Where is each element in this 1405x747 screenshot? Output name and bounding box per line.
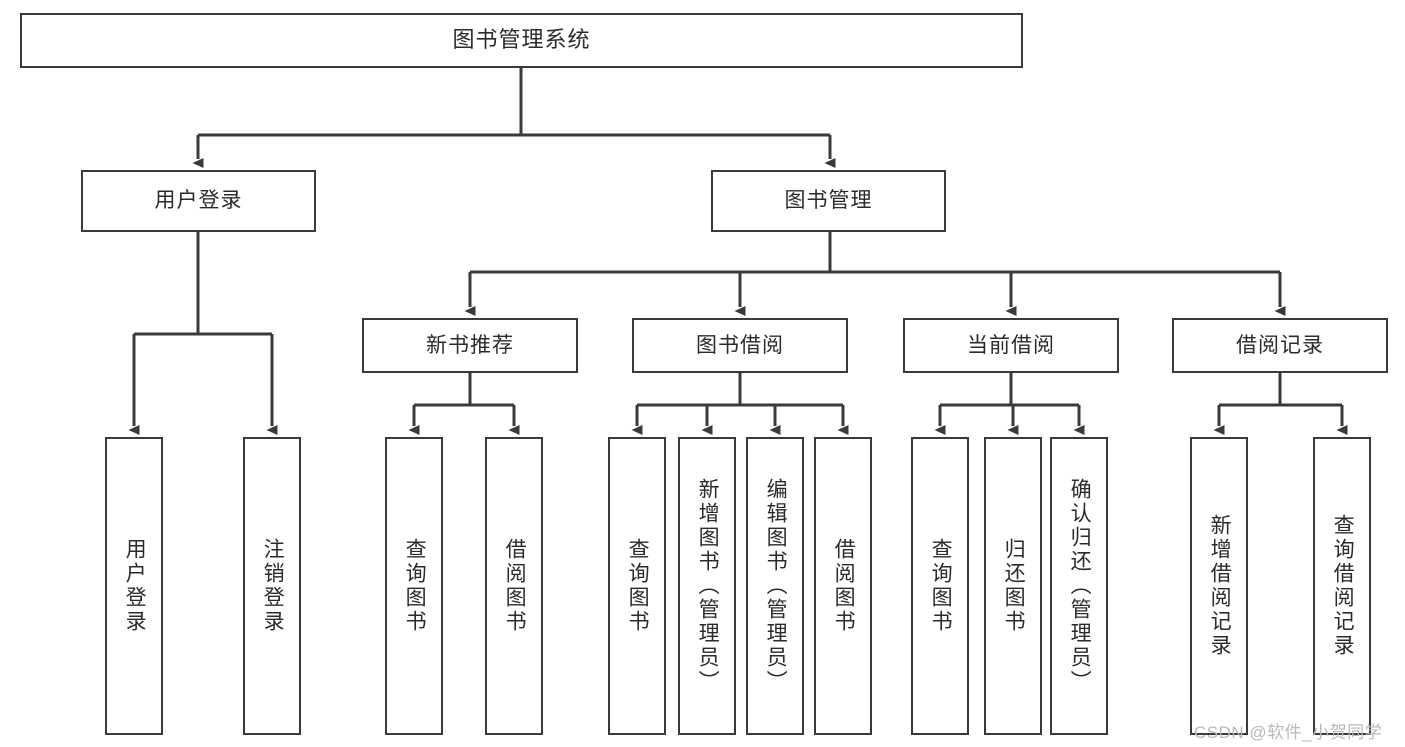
leaf-borrow-books-recommend[interactable]: 借阅图书 [485, 437, 543, 735]
node-borrow-records[interactable]: 借阅记录 [1172, 318, 1388, 373]
leaf-borrow-books[interactable]: 借阅图书 [814, 437, 872, 735]
node-label: 图书管理 [784, 189, 873, 213]
leaf-query-books-current[interactable]: 查询图书 [911, 437, 969, 735]
node-book-borrow[interactable]: 图书借阅 [632, 318, 848, 373]
node-new-book-recommend[interactable]: 新书推荐 [362, 318, 578, 373]
leaf-add-borrow-record[interactable]: 新增借阅记录 [1190, 437, 1248, 735]
node-label: 借阅记录 [1236, 333, 1324, 357]
node-label: 注销登录 [261, 538, 285, 634]
node-label: 归还图书 [1002, 538, 1026, 634]
node-label: 查询图书 [929, 538, 953, 634]
node-user-login[interactable]: 用户登录 [81, 170, 316, 232]
node-label: 图书管理系统 [452, 27, 591, 53]
node-label: 编辑图书（管理员） [764, 478, 788, 694]
leaf-add-book-admin[interactable]: 新增图书（管理员） [678, 437, 736, 735]
node-label: 新增图书（管理员） [696, 478, 720, 694]
leaf-query-books-borrow[interactable]: 查询图书 [608, 437, 666, 735]
leaf-edit-book-admin[interactable]: 编辑图书（管理员） [746, 437, 804, 735]
node-current-borrow[interactable]: 当前借阅 [903, 318, 1119, 373]
node-root[interactable]: 图书管理系统 [20, 13, 1023, 68]
node-label: 借阅图书 [832, 538, 856, 634]
node-label: 确认归还（管理员） [1068, 478, 1092, 694]
leaf-user-login[interactable]: 用户登录 [105, 437, 163, 735]
csdn-watermark: CSDN @软件_小贺同学 [1194, 723, 1383, 742]
leaf-query-books-recommend[interactable]: 查询图书 [385, 437, 443, 735]
leaf-query-borrow-record[interactable]: 查询借阅记录 [1313, 437, 1371, 735]
node-book-management[interactable]: 图书管理 [711, 170, 946, 232]
node-label: 查询图书 [403, 538, 427, 634]
node-label: 查询图书 [626, 538, 650, 634]
node-label: 新增借阅记录 [1208, 514, 1232, 658]
node-label: 借阅图书 [503, 538, 527, 634]
leaf-confirm-return-admin[interactable]: 确认归还（管理员） [1050, 437, 1108, 735]
node-label: 用户登录 [154, 189, 243, 213]
node-label: 查询借阅记录 [1331, 514, 1355, 658]
node-label: 用户登录 [123, 538, 147, 634]
leaf-return-books[interactable]: 归还图书 [984, 437, 1042, 735]
node-label: 新书推荐 [426, 333, 514, 357]
leaf-logout[interactable]: 注销登录 [243, 437, 301, 735]
node-label: 当前借阅 [967, 333, 1055, 357]
node-label: 图书借阅 [696, 333, 784, 357]
